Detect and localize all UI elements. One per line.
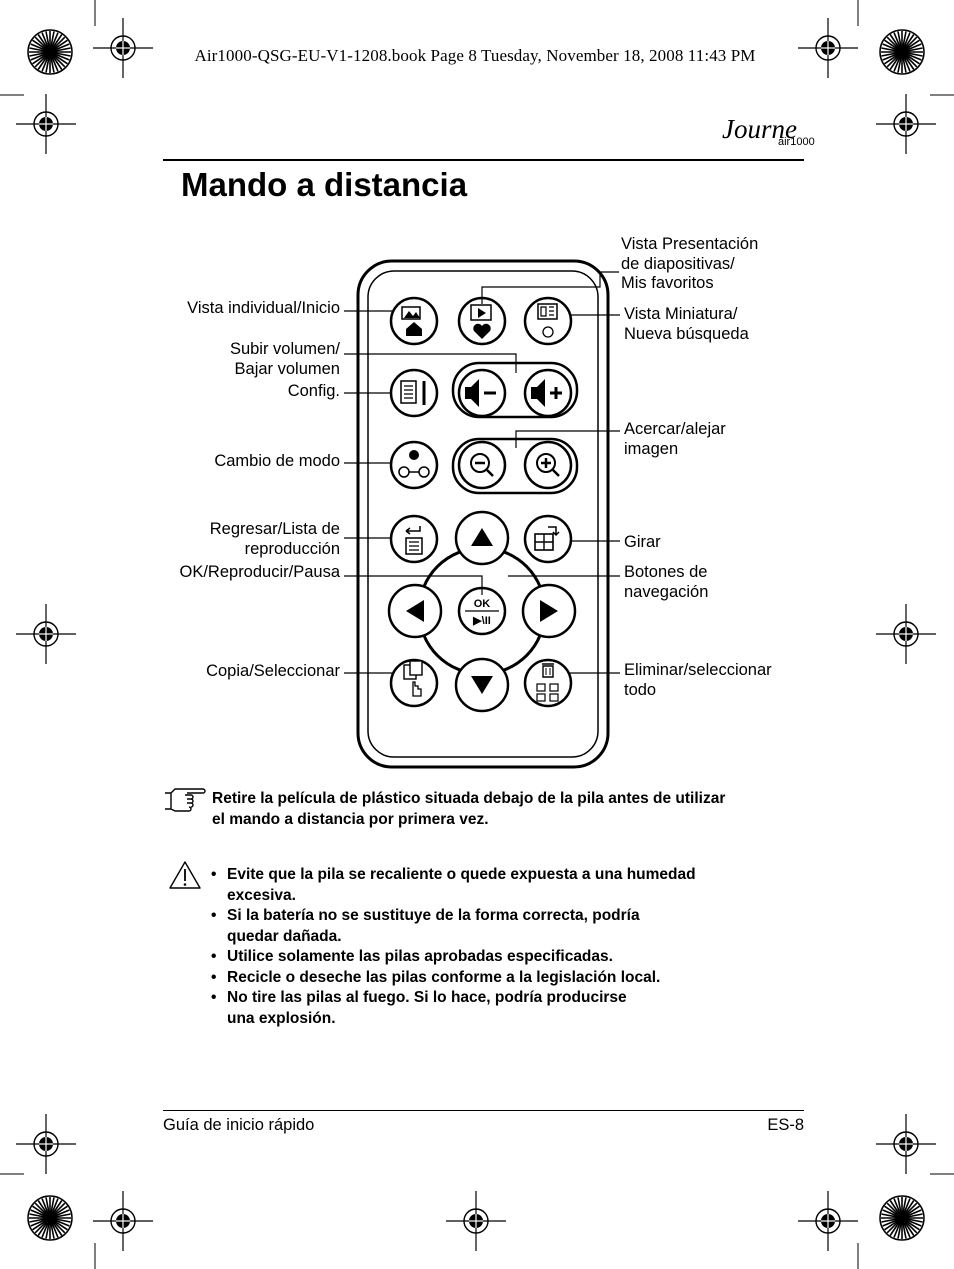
warning-item: Utilice solamente las pilas aprobadas es… xyxy=(210,947,696,968)
warning-item: Si la batería no se sustituye de la form… xyxy=(210,906,696,947)
label-copy-select: Copia/Seleccionar xyxy=(206,662,340,682)
warning-icon xyxy=(168,860,202,890)
label-slideshow-favorites: Vista Presentación de diapositivas/ Mis … xyxy=(621,235,758,294)
footer-page-number: ES-8 xyxy=(767,1116,804,1135)
label-config: Config. xyxy=(288,382,340,402)
label-zoom: Acercar/alejar imagen xyxy=(624,420,726,459)
footer-rule xyxy=(163,1110,804,1111)
label-volume: Subir volumen/ Bajar volumen xyxy=(230,340,340,379)
warning-item: No tire las pilas al fuego. Si lo hace, … xyxy=(210,988,696,1029)
label-back-playlist: Regresar/Lista de reproducción xyxy=(210,520,340,559)
warning-item: Evite que la pila se recaliente o quede … xyxy=(210,865,696,906)
label-home: Vista individual/Inicio xyxy=(187,299,340,319)
footer-guide-title: Guía de inicio rápido xyxy=(163,1116,314,1135)
warning-list: Evite que la pila se recaliente o quede … xyxy=(210,865,696,1029)
pointing-hand-icon xyxy=(163,787,207,813)
label-navigation: Botones de navegación xyxy=(624,563,708,602)
label-thumbnail-search: Vista Miniatura/ Nueva búsqueda xyxy=(624,305,749,344)
warning-item: Recicle o deseche las pilas conforme a l… xyxy=(210,968,696,989)
label-mode: Cambio de modo xyxy=(214,452,340,472)
label-ok: OK/Reproducir/Pausa xyxy=(180,563,341,583)
label-delete-select-all: Eliminar/seleccionar todo xyxy=(624,661,772,700)
note-text: Retire la película de plástico situada d… xyxy=(212,788,812,830)
label-rotate: Girar xyxy=(624,533,661,553)
